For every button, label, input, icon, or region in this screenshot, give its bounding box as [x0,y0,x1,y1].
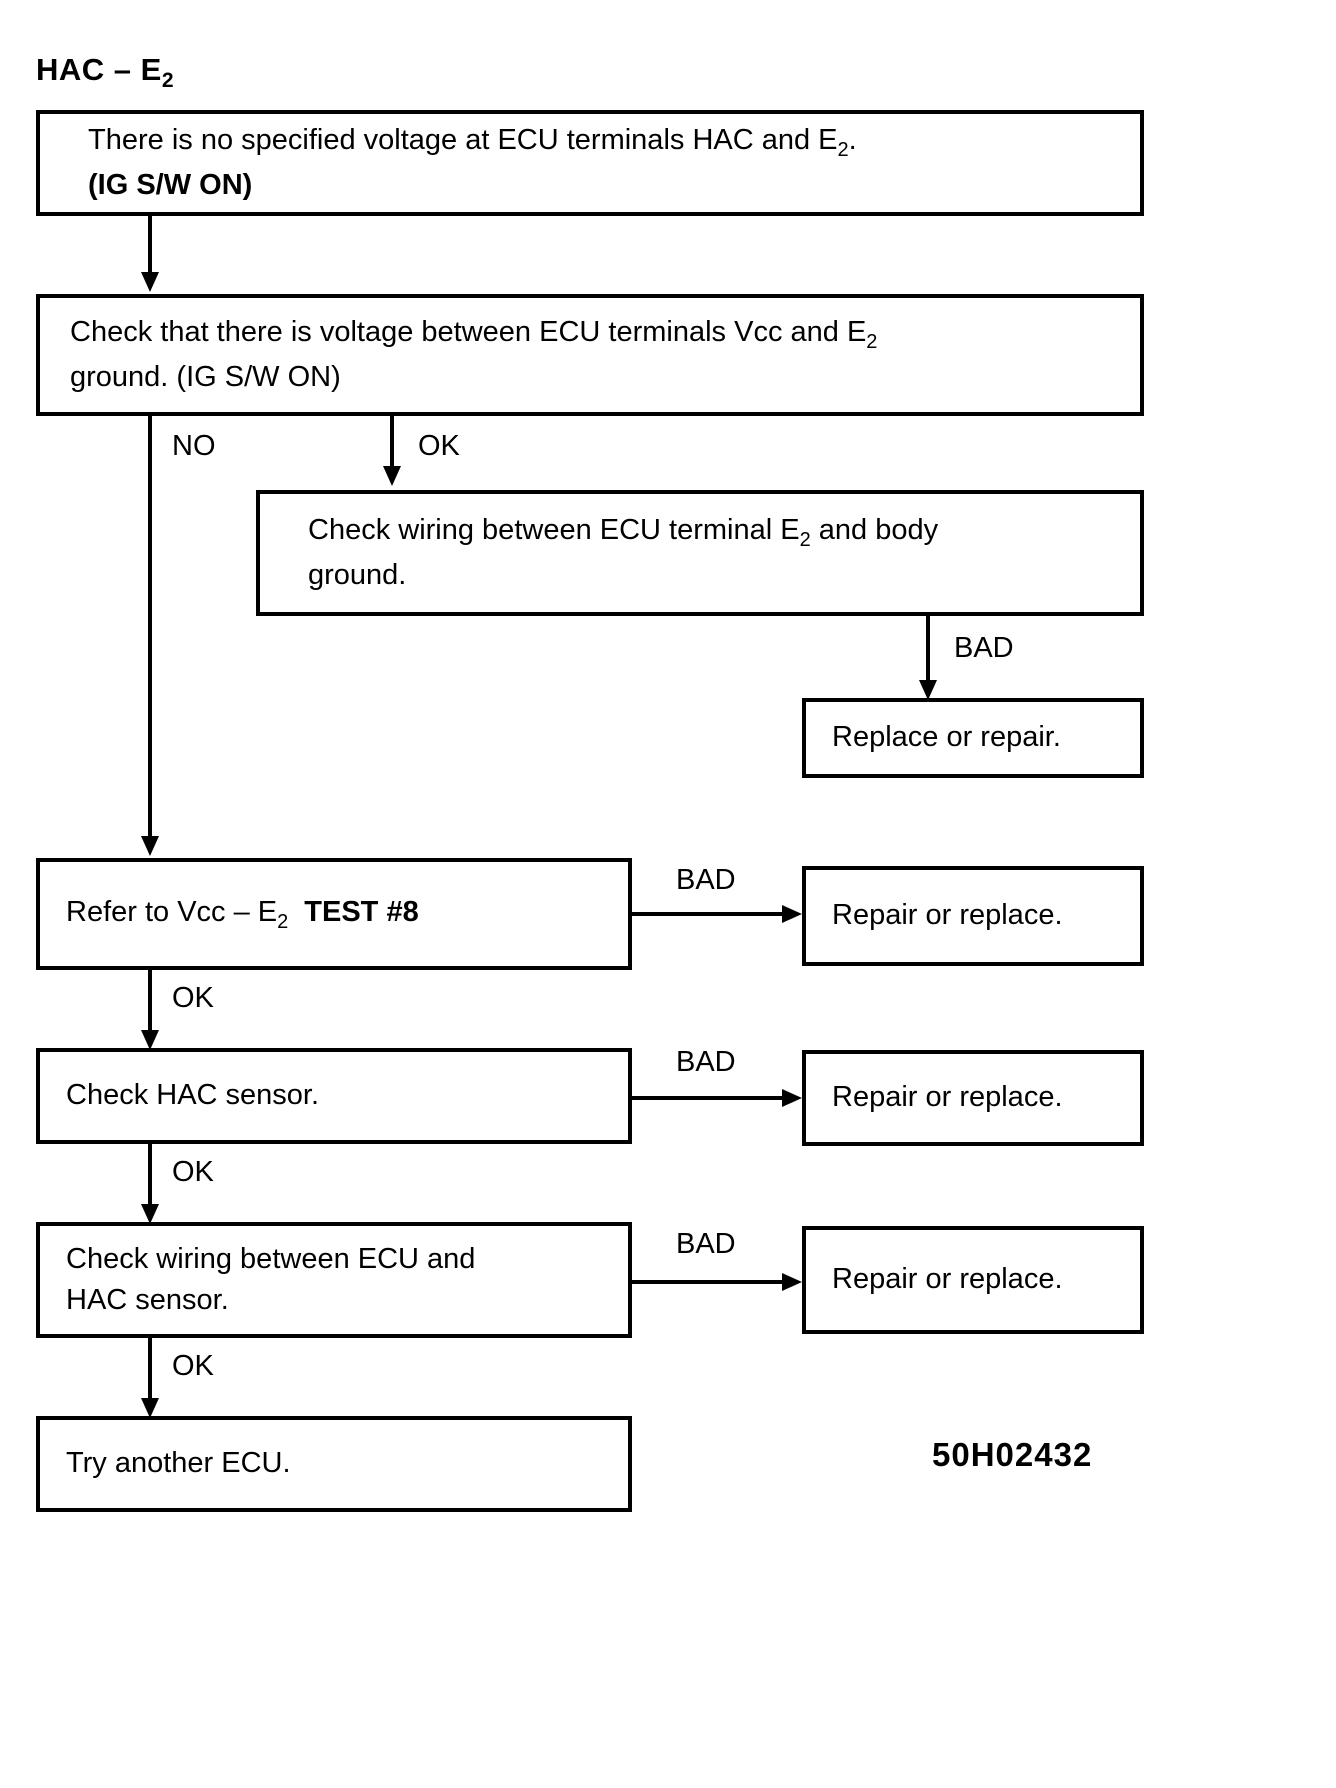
edge-label-ok-hac-sensor: OK [172,1156,214,1188]
connector-ok-hac-sensor [148,1144,152,1212]
node-replace-or-repair-text: Replace or repair. [832,721,1061,754]
arrowhead-ok-hac-sensor [141,1204,159,1224]
arrowhead-bad-hac-sensor [782,1089,802,1107]
node-replace-or-repair: Replace or repair. [802,698,1144,778]
node-repair-or-replace-1: Repair or replace. [802,866,1144,966]
connector-ok-test8 [148,970,152,1038]
connector-ok-branch [390,416,394,472]
node-check-wiring-hac: Check wiring between ECU and HAC sensor. [36,1222,632,1338]
edge-label-ok-test8: OK [172,982,214,1014]
node-repair-or-replace-1-text: Repair or replace. [832,899,1063,932]
node-problem-statement: There is no specified voltage at ECU ter… [36,110,1144,216]
node-refer-test-8-line-1: Refer to Vcc – E2 TEST #8 [40,892,628,936]
connector-no-branch-spine [148,416,152,840]
edge-label-no: NO [172,430,216,462]
node-check-vcc-line-1: Check that there is voltage between ECU … [40,312,1140,356]
node-refer-test-8-subscript: 2 [277,910,289,933]
page-title: HAC – E2 [36,52,174,93]
node-problem-line-1-subscript: 2 [837,139,849,162]
node-check-vcc-line-2: ground. (IG S/W ON) [40,357,1140,398]
node-check-hac-sensor: Check HAC sensor. [36,1048,632,1144]
node-problem-line-1-text: There is no specified voltage at ECU ter… [88,124,838,157]
node-refer-test-8-text: Refer to Vcc – E [66,895,278,928]
edge-label-bad-hac-sensor: BAD [676,1046,736,1078]
node-try-another-ecu: Try another ECU. [36,1416,632,1512]
arrowhead-bad-test8 [782,905,802,923]
node-check-wiring-ground-line-2: ground. [308,558,407,591]
node-refer-test-8: Refer to Vcc – E2 TEST #8 [36,858,632,970]
edge-label-bad-wiring-hac: BAD [676,1228,736,1260]
arrowhead-no-branch [141,836,159,856]
node-check-wiring-ground-line-1-suffix: and body [810,514,939,547]
arrowhead-problem-to-checkvcc [141,272,159,292]
node-repair-or-replace-2-text: Repair or replace. [832,1081,1063,1114]
arrowhead-ok-test8 [141,1030,159,1050]
arrowhead-bad-wiring-hac [782,1273,802,1291]
connector-bad-wiring-hac [632,1280,786,1284]
node-try-another-ecu-text: Try another ECU. [66,1447,291,1480]
node-check-hac-sensor-text: Check HAC sensor. [66,1079,320,1112]
connector-bad-hac-sensor [632,1096,786,1100]
edge-label-bad-ground: BAD [954,632,1014,664]
arrowhead-ok-branch [383,466,401,486]
node-problem-line-2: (IG S/W ON) [88,168,253,201]
edge-label-ok-1: OK [418,430,460,462]
node-repair-or-replace-3-text: Repair or replace. [832,1263,1063,1296]
node-check-vcc-line-2-text: ground. (IG S/W ON) [70,360,341,393]
node-repair-or-replace-3: Repair or replace. [802,1226,1144,1334]
connector-bad-to-replace-repair [926,616,930,686]
node-problem-line-1: There is no specified voltage at ECU ter… [40,120,1140,164]
connector-problem-to-checkvcc [148,216,152,278]
node-repair-or-replace-2: Repair or replace. [802,1050,1144,1146]
node-check-vcc-line-1-text: Check that there is voltage between ECU … [70,316,867,349]
node-refer-test-8-suffix: TEST #8 [304,895,419,928]
connector-ok-wiring-hac [148,1338,152,1406]
edge-label-ok-wiring-hac: OK [172,1350,214,1382]
page-title-text: HAC – E [36,52,162,87]
arrowhead-ok-wiring-hac [141,1398,159,1418]
node-problem-line-1-suffix: . [848,124,857,157]
node-check-wiring-ground-line-1: Check wiring between ECU terminal E2 and… [260,510,1140,554]
node-check-wiring-hac-line-2: HAC sensor. [66,1284,229,1316]
node-check-wiring-ground-line-1-text: Check wiring between ECU terminal E [308,514,800,547]
node-check-wiring-ground-line-1-subscript: 2 [799,529,811,552]
connector-bad-test8 [632,912,786,916]
node-check-vcc-line-1-subscript: 2 [866,331,878,354]
edge-label-bad-test8: BAD [676,864,736,896]
arrowhead-bad-to-replace-repair [919,680,937,700]
page-title-subscript: 2 [161,69,174,93]
figure-code: 50H02432 [932,1436,1093,1473]
node-check-wiring-hac-line-1: Check wiring between ECU and [66,1242,476,1275]
node-check-vcc-voltage: Check that there is voltage between ECU … [36,294,1144,416]
node-check-wiring-body-ground: Check wiring between ECU terminal E2 and… [256,490,1144,616]
